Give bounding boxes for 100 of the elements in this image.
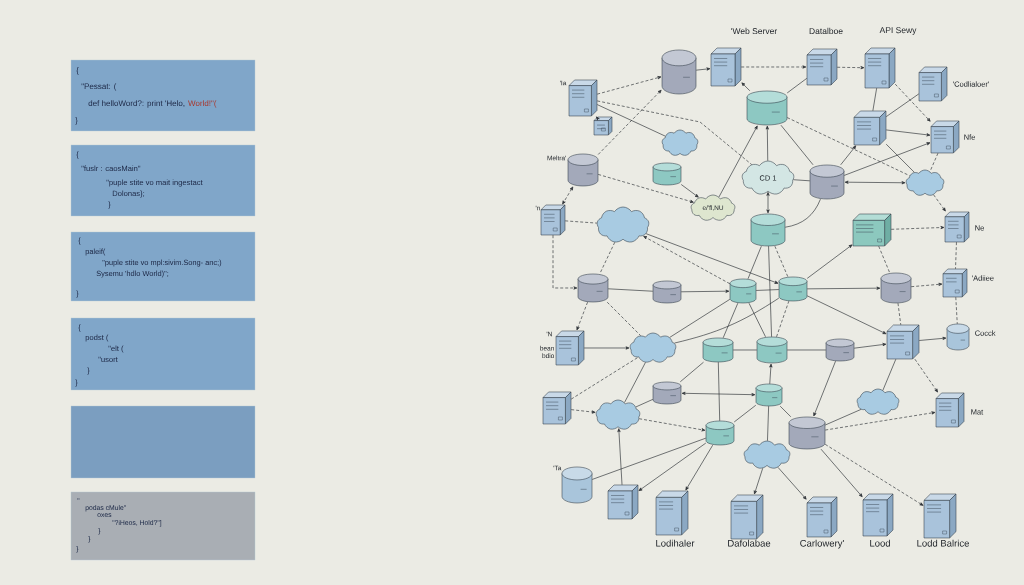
dashed-arrow [597,89,662,155]
line [722,302,739,339]
dashed-line [596,100,752,165]
dashed-arrow [576,301,588,331]
dashed-line [955,241,957,270]
cloud [856,388,900,415]
server-tower [542,391,572,425]
dashed-arrow [596,116,600,121]
dashed-line [570,356,639,400]
cloud [743,440,791,469]
dashed-line [564,220,598,224]
node-label: 'Web Server [731,27,777,35]
dashed-arrow [597,174,694,203]
server-tower [852,213,892,247]
dashed-line [599,241,616,275]
server-tower [568,79,598,117]
dashed-double-arrow [562,186,574,205]
node-label: Datalboe [809,27,843,35]
database-cylinder [652,280,682,304]
line [635,399,654,408]
node-label: API Sewy [879,27,917,35]
database-cylinder [702,337,734,363]
server-tower [944,211,970,243]
arrow [820,448,863,498]
dashed-line [786,117,910,177]
node-label: Lood [870,539,890,547]
node-label: Lodihaler [656,539,695,547]
line [679,361,704,383]
server-tower [864,47,896,89]
dashed-arrow [570,409,596,414]
cloud [596,206,650,243]
server-tower [607,484,639,520]
dashed-arrow [914,358,938,393]
line [885,93,920,117]
dashed-line [929,152,939,172]
dashed-line [878,245,891,274]
dashed-line [774,245,789,278]
server-tower [862,493,894,537]
line [786,349,827,351]
dashed-arrow [824,444,924,506]
line [882,358,897,391]
database-cylinder [746,90,788,126]
server-tower [655,490,689,536]
double-arrow [681,391,756,397]
arrow [806,295,887,335]
arrow [813,360,836,417]
line [786,78,808,94]
dashed-line [606,301,641,336]
code-panel: { "Pessat: ( def helloWord?: print 'Helo, World!"( } [70,59,256,132]
server-tower [923,493,957,539]
arrow [680,289,730,293]
dashed-arrow [552,234,578,290]
line [591,437,707,480]
server-tower [935,392,965,428]
line [747,245,762,280]
dashed-arrow [643,236,731,285]
line [768,245,772,338]
server-tower [806,496,838,538]
database-cylinder [705,420,735,446]
server-tower [710,47,742,87]
line [872,87,877,112]
database-cylinder [880,272,912,304]
dashed-arrow [638,418,706,432]
arrow [840,145,857,166]
server-tower [942,268,968,298]
cloud [629,332,677,363]
server-tower [555,330,585,366]
double-arrow [766,192,770,214]
database-cylinder [809,164,845,200]
line [674,297,780,344]
server-tower [918,66,948,102]
arrow [769,363,773,385]
line [717,361,721,422]
arrow [806,286,881,290]
arrow [753,467,764,495]
server-tower [593,116,613,136]
arrow [806,244,853,279]
cloud [661,129,699,156]
cloud [905,169,945,196]
database-cylinder [729,278,757,304]
arrow [617,428,623,486]
arrow [918,336,947,341]
database-cylinder [561,466,593,504]
line [824,409,862,426]
cloud [595,399,641,430]
dashed-line [897,302,902,326]
dashed-arrow [824,411,936,431]
line [748,302,766,338]
line [767,405,769,442]
arrow [885,129,931,137]
line [779,405,792,418]
database-cylinder [577,273,609,303]
dashed-arrow [933,194,946,212]
line [784,198,821,228]
arrow [853,342,887,349]
line [885,143,915,173]
dashed-arrow [740,65,807,69]
arrow [638,442,707,491]
database-cylinder [788,416,826,450]
server-tower [886,324,920,360]
